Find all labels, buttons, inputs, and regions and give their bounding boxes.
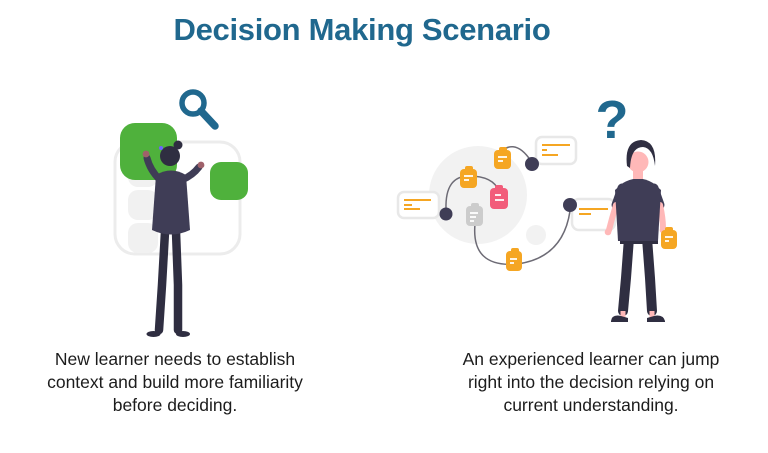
caption-line: before deciding. xyxy=(112,395,238,415)
right-caption: An experienced learner can jump right in… xyxy=(441,348,741,417)
right-illustration: ? xyxy=(396,90,677,322)
page-title: Decision Making Scenario xyxy=(173,12,551,47)
document-icon-pink xyxy=(490,185,508,209)
document-icon xyxy=(506,248,522,271)
document-icon xyxy=(494,147,511,169)
checklist-item xyxy=(128,190,158,220)
network-node xyxy=(439,157,577,221)
background-circle xyxy=(429,146,527,244)
magnifier-icon xyxy=(179,89,219,130)
highlight-tile xyxy=(210,162,248,200)
woman-figure xyxy=(142,140,205,337)
caption-line: An experienced learner can jump xyxy=(462,349,720,369)
note-card-top xyxy=(534,135,578,166)
caption-line: current understanding. xyxy=(503,395,679,415)
question-mark-icon: ? xyxy=(596,90,629,150)
caption-line: New learner needs to establish xyxy=(54,349,296,369)
checklist-item xyxy=(128,223,158,253)
speech-bubble-left xyxy=(396,190,451,220)
document-icon xyxy=(460,166,477,188)
left-illustration xyxy=(113,89,248,337)
highlight-tile xyxy=(120,123,177,180)
document-icon-gray xyxy=(466,203,483,226)
background-circle xyxy=(526,225,546,245)
caption-line: context and build more familiarity xyxy=(47,372,303,392)
caption-line: right into the decision relying on xyxy=(467,372,715,392)
document-icon-held xyxy=(661,227,677,249)
left-caption: New learner needs to establish context a… xyxy=(25,348,325,417)
man-figure xyxy=(604,140,667,322)
